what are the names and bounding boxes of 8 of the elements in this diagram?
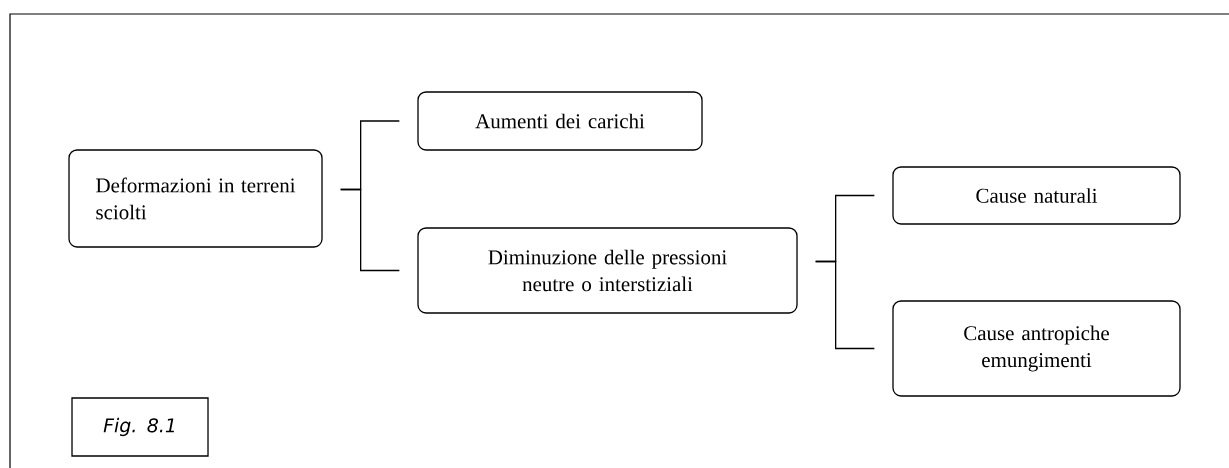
figure-label-box: Fig. 8.1 [71,397,209,457]
rounded-box: Cause antropiche emungimenti [892,300,1181,397]
rounded-box: Aumenti dei carichi [417,91,703,151]
bracket-connector [815,260,875,350]
bracket-connector [340,188,400,272]
rounded-box: Diminuzione delle pressioni neutre o interstiziali [417,227,798,314]
rounded-box: Cause naturali [892,166,1181,225]
rounded-box: Deformazioni in terreni sciolti [68,149,323,248]
